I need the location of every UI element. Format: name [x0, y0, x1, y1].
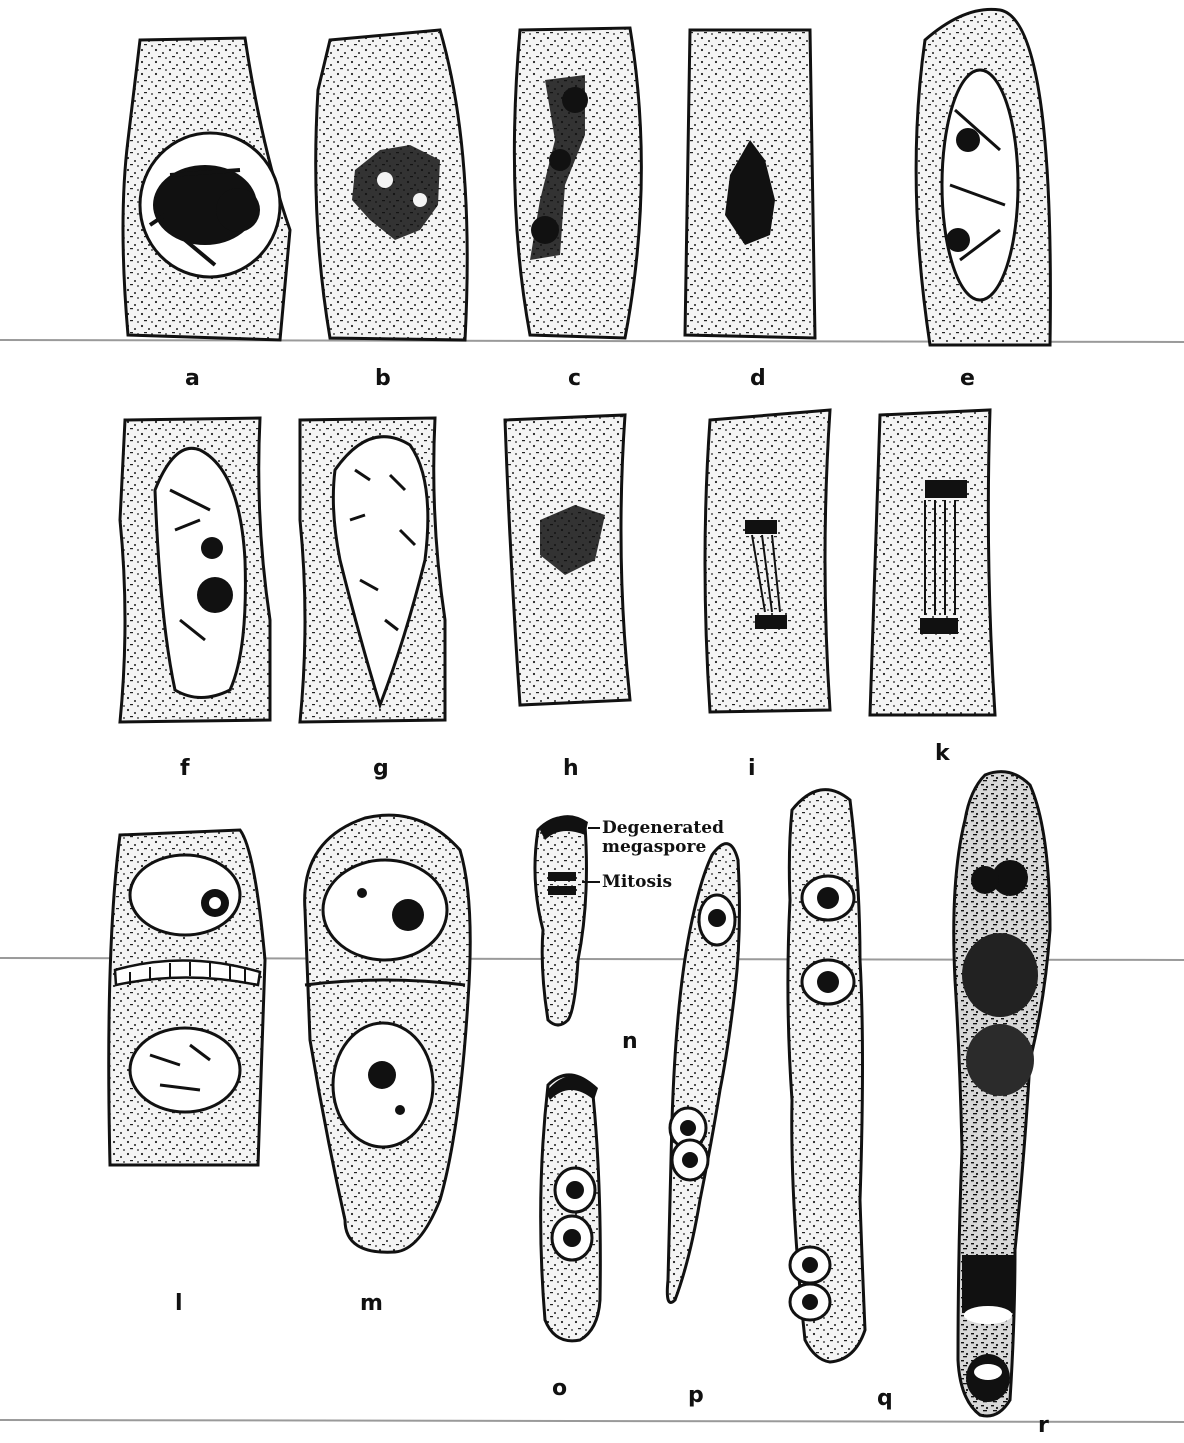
- scan-line: [0, 1420, 1184, 1422]
- label-k: k: [935, 741, 951, 766]
- label-a: a: [185, 366, 200, 391]
- panel-p: [667, 844, 739, 1303]
- panel-k: [870, 410, 995, 715]
- label-q: q: [877, 1386, 893, 1411]
- panel-i: [705, 410, 830, 712]
- panel-q: [788, 790, 865, 1362]
- panel-o: [541, 1075, 601, 1341]
- label-o: o: [552, 1376, 567, 1401]
- panel-r: [954, 772, 1050, 1416]
- panel-n: [535, 815, 588, 1025]
- annotation-megaspore: megaspore: [602, 837, 706, 857]
- label-g: g: [373, 756, 389, 781]
- label-m: m: [360, 1291, 383, 1316]
- label-b: b: [375, 366, 391, 391]
- panel-e: [916, 9, 1050, 345]
- panel-a: [123, 38, 290, 340]
- panel-l: [109, 830, 265, 1165]
- annotation-mitosis: Mitosis: [602, 872, 672, 892]
- label-f: f: [180, 756, 190, 781]
- panel-f: [120, 418, 270, 722]
- label-h: h: [563, 756, 579, 781]
- panel-g: [300, 418, 445, 722]
- label-e: e: [960, 366, 975, 391]
- panel-b: [316, 30, 468, 340]
- panel-h: [505, 415, 630, 705]
- label-r: r: [1038, 1413, 1049, 1438]
- label-i: i: [748, 756, 756, 781]
- panel-d: [685, 30, 815, 338]
- annotation-degenerated: Degenerated: [602, 818, 724, 838]
- label-l: l: [175, 1291, 183, 1316]
- label-d: d: [750, 366, 766, 391]
- label-p: p: [688, 1383, 704, 1408]
- label-c: c: [568, 366, 581, 391]
- panel-c: [514, 28, 641, 338]
- panel-m: [305, 815, 471, 1252]
- label-n: n: [622, 1029, 638, 1054]
